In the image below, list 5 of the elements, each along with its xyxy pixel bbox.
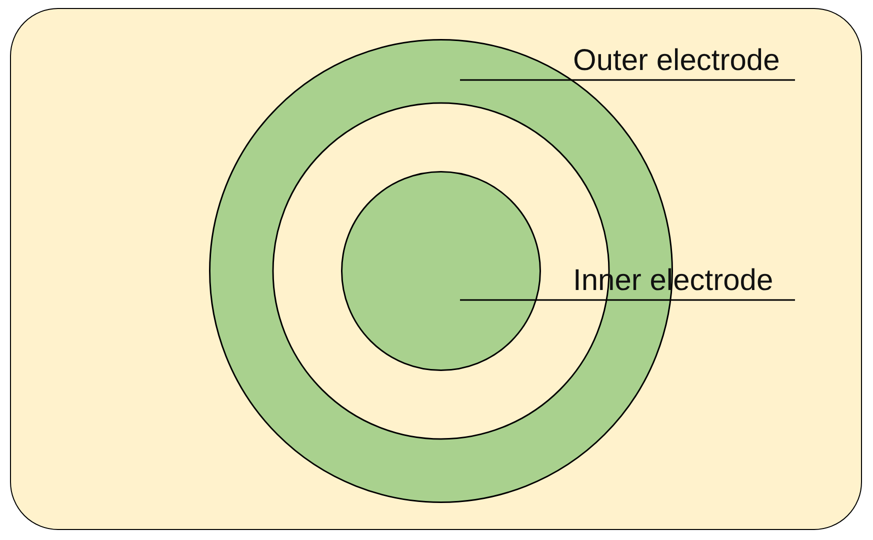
- part-label: Outer electrode: [573, 43, 853, 81]
- leader-line: [460, 299, 795, 301]
- disc-electrode: [341, 171, 541, 371]
- card-background: [10, 8, 862, 530]
- leader-line: [460, 79, 795, 81]
